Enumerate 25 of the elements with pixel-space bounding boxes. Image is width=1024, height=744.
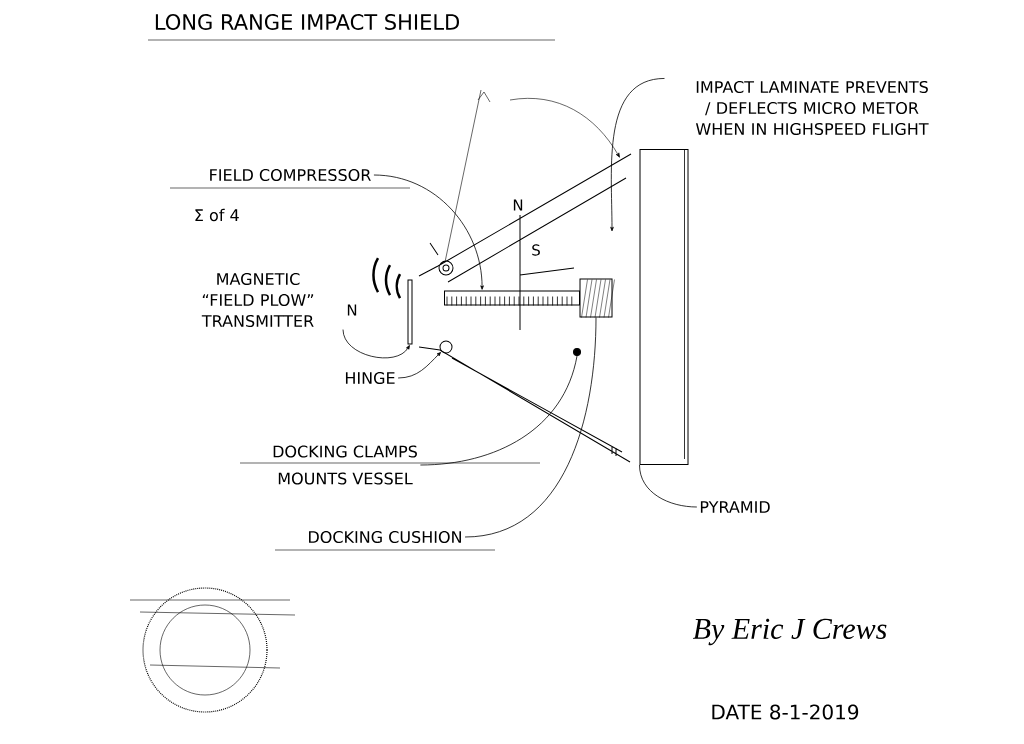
leader-line [342, 329, 410, 359]
leader-line [420, 355, 578, 466]
callout-text: FIELD COMPRESSOR [210, 168, 371, 182]
leader-line [610, 78, 665, 232]
leader-line [397, 352, 441, 379]
front-plate [407, 279, 413, 345]
signature: By Eric J Crews [692, 618, 887, 646]
pole-label: S [532, 244, 540, 256]
cushion-block [579, 278, 615, 318]
callout-text: DOCKING CLAMPS MOUNTS VESSEL [273, 445, 417, 485]
callout-note: Σ of 4 [195, 208, 239, 222]
callout-text: IMPACT LAMINATE PREVENTS / DEFLECTS MICRO METOR WHEN IN HIGHSPEED FLIGHT [695, 80, 929, 136]
leader-line [373, 174, 484, 290]
leader-line [464, 317, 597, 538]
impact-plate [639, 149, 689, 465]
pole-label: N [513, 199, 523, 211]
pole-label: N [347, 304, 357, 316]
callout-text: DOCKING CUSHION [309, 530, 461, 544]
callout-text: MAGNETIC “FIELD PLOW” TRANSMITTER [201, 272, 314, 328]
scale-bar [444, 290, 580, 306]
callout-text: PYRAMID [700, 501, 770, 513]
leader-line [639, 464, 698, 508]
callout-text: HINGE [345, 371, 395, 385]
title: LONG RANGE IMPACT SHIELD [155, 14, 459, 30]
date-text: DATE 8-1-2019 [712, 704, 859, 720]
